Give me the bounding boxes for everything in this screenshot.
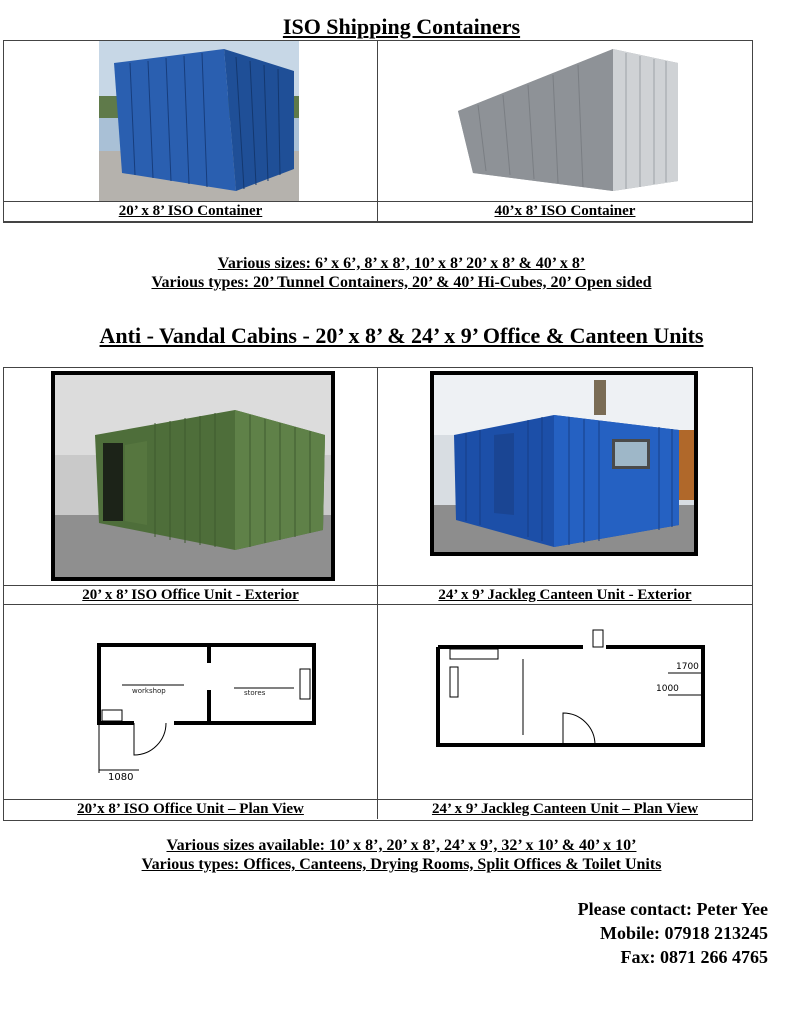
workshop-label: workshop bbox=[132, 687, 166, 695]
canteen-exterior-photo bbox=[378, 368, 752, 585]
office-plan-dimension: 1080 bbox=[108, 772, 133, 783]
iso-sizes-note: Various sizes: 6’ x 6’, 8’ x 8’, 10’ x 8… bbox=[217, 255, 586, 272]
office-plan-cell: workshop stores 1080 20’x 8’ ISO Office … bbox=[4, 605, 378, 819]
canteen-exterior-caption: 24’ x 9’ Jackleg Canteen Unit - Exterior bbox=[378, 585, 752, 605]
iso-container-table: 20’ x 8’ ISO Container 40’x 8’ ISO Conta… bbox=[3, 40, 753, 223]
iso-types-note: Various types: 20’ Tunnel Containers, 20… bbox=[151, 274, 652, 291]
iso-20ft-photo bbox=[4, 41, 377, 201]
canteen-plan-dim-a: 1700 bbox=[676, 662, 699, 672]
office-plan-drawing: workshop stores 1080 bbox=[4, 605, 377, 799]
stores-label: stores bbox=[244, 689, 266, 697]
cabins-section-title: Anti - Vandal Cabins - 20’ x 8’ & 24’ x … bbox=[99, 323, 704, 348]
cabins-types-note: Various types: Offices, Canteens, Drying… bbox=[141, 856, 662, 873]
iso-20ft-caption: 20’ x 8’ ISO Container bbox=[4, 201, 377, 221]
iso-40ft-photo bbox=[378, 41, 752, 201]
iso-section-title: ISO Shipping Containers bbox=[282, 14, 521, 39]
office-exterior-photo bbox=[4, 368, 377, 585]
iso-20ft-cell: 20’ x 8’ ISO Container bbox=[4, 41, 378, 222]
iso-40ft-caption: 40’x 8’ ISO Container bbox=[378, 201, 752, 221]
office-plan-caption: 20’x 8’ ISO Office Unit – Plan View bbox=[4, 799, 377, 819]
office-exterior-cell: 20’ x 8’ ISO Office Unit - Exterior bbox=[4, 368, 378, 605]
cabins-table: 20’ x 8’ ISO Office Unit - Exterior bbox=[3, 367, 753, 821]
canteen-plan-cell: 1700 1000 24’ x 9’ Jackleg Canteen Unit … bbox=[378, 605, 752, 819]
office-exterior-caption: 20’ x 8’ ISO Office Unit - Exterior bbox=[4, 585, 377, 605]
cabins-notes: Various sizes available: 10’ x 8’, 20’ x… bbox=[0, 836, 803, 874]
contact-mobile: Mobile: 07918 213245 bbox=[600, 923, 768, 943]
contact-fax: Fax: 0871 266 4765 bbox=[620, 947, 769, 967]
canteen-exterior-cell: 24’ x 9’ Jackleg Canteen Unit - Exterior bbox=[378, 368, 752, 605]
canteen-plan-drawing: 1700 1000 bbox=[378, 605, 752, 799]
canteen-plan-caption: 24’ x 9’ Jackleg Canteen Unit – Plan Vie… bbox=[378, 799, 752, 819]
cabins-sizes-note: Various sizes available: 10’ x 8’, 20’ x… bbox=[166, 837, 637, 854]
iso-notes: Various sizes: 6’ x 6’, 8’ x 8’, 10’ x 8… bbox=[0, 254, 803, 292]
iso-40ft-cell: 40’x 8’ ISO Container bbox=[378, 41, 752, 222]
canteen-plan-dim-b: 1000 bbox=[656, 684, 679, 694]
contact-name: Please contact: Peter Yee bbox=[577, 899, 768, 919]
